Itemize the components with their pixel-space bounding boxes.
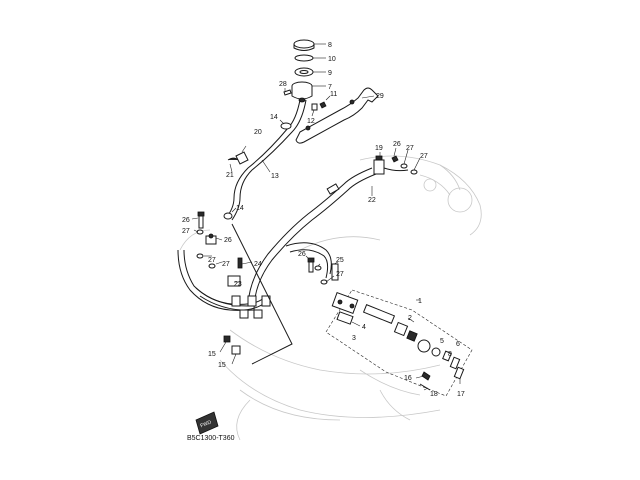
- washer-27-top: [400, 149, 409, 169]
- callout-26-left: 26: [182, 217, 190, 224]
- callout-1: 1: [418, 298, 422, 305]
- reservoir-bracket: [295, 87, 379, 144]
- master-cylinder-parts: [362, 304, 461, 370]
- callout-10: 10: [328, 56, 336, 63]
- callout-22: 22: [368, 197, 376, 204]
- callout-15-b: 15: [218, 362, 226, 369]
- callout-25: 25: [336, 257, 344, 264]
- callout-labels: 8 10 9 7 28 11 29 12 14 20 13 21 14 26 1…: [182, 42, 465, 398]
- callout-27-left-a: 27: [182, 228, 190, 235]
- collar-12: [311, 103, 318, 117]
- callout-12: 12: [307, 118, 315, 125]
- callout-26-mid: 26: [298, 251, 306, 258]
- washer-27-left-a: [193, 229, 204, 235]
- callout-11: 11: [330, 91, 337, 98]
- callout-20: 20: [254, 129, 262, 136]
- callout-14-bottom: 14: [236, 205, 244, 212]
- brake-hose-22: [247, 167, 377, 311]
- forward-direction-badge: FWD: [195, 411, 219, 435]
- callout-17: 17: [457, 391, 465, 398]
- bolt-26-left: [191, 211, 205, 229]
- callout-23: 23: [234, 281, 242, 288]
- callout-29: 29: [376, 93, 384, 100]
- reservoir-diaphragm: [294, 67, 326, 77]
- callout-4: 4: [362, 324, 366, 331]
- hose-link-line: [231, 223, 293, 365]
- reservoir-screw: [283, 88, 292, 96]
- callout-28: 28: [279, 81, 287, 88]
- callout-8-lower: 8: [448, 351, 452, 358]
- washer-27-mid-a: [314, 263, 322, 271]
- callout-13: 13: [271, 173, 279, 180]
- callout-19: 19: [375, 145, 383, 152]
- pin-18: [419, 383, 431, 391]
- callout-7: 7: [328, 84, 332, 91]
- callout-8: 8: [328, 42, 332, 49]
- callout-18: 18: [430, 391, 438, 398]
- banjo-left-a: [205, 233, 223, 245]
- washer-27-mid-b: [320, 275, 335, 285]
- reservoir-tank: [291, 81, 326, 103]
- reservoir-cap: [293, 39, 326, 51]
- clamp-21: [227, 157, 239, 173]
- callout-27-right: 27: [420, 153, 428, 160]
- bolt-24: [237, 257, 253, 269]
- bolt-26-mid: [305, 255, 315, 273]
- master-cylinder-body: [331, 292, 361, 327]
- callout-3: 3: [352, 335, 356, 342]
- clamp-20: [235, 145, 249, 165]
- callout-9: 9: [328, 70, 332, 77]
- bolt-15-b: [231, 345, 241, 365]
- callout-6: 6: [456, 341, 460, 348]
- callout-26-left-b: 26: [224, 237, 232, 244]
- callout-27-left-b: 27: [208, 257, 216, 264]
- washer-26-top: [391, 147, 399, 163]
- joint-23: [227, 275, 271, 319]
- diagram-code: B5C1300-T360: [187, 435, 235, 442]
- hose-clip-14-top: [279, 119, 292, 130]
- callout-21: 21: [226, 172, 234, 179]
- rod-17: [453, 366, 465, 384]
- master-cylinder-outline: [325, 289, 473, 397]
- callout-2: 2: [408, 315, 412, 322]
- hose-25: [285, 242, 339, 281]
- callout-14-top: 14: [270, 114, 278, 121]
- callout-27-left-c: 27: [222, 261, 230, 268]
- callout-15-a: 15: [208, 351, 216, 358]
- bolt-15-a: [219, 335, 231, 353]
- callout-27-top: 27: [406, 145, 414, 152]
- callout-24: 24: [254, 261, 262, 268]
- forward-badge-text: FWD: [200, 419, 213, 429]
- reservoir-hose: [225, 99, 307, 221]
- background-frame-ghost: [179, 155, 482, 441]
- hose-22-extension: [383, 167, 409, 172]
- callout-26-top: 26: [393, 141, 401, 148]
- washer-27-right: [410, 157, 421, 175]
- callout-16: 16: [404, 375, 412, 382]
- callout-27-mid: 27: [336, 271, 344, 278]
- hose-clip-14-bottom: [223, 207, 237, 220]
- clip-16: [415, 371, 431, 381]
- callout-5: 5: [440, 338, 444, 345]
- banjo-bolt-19: [373, 152, 385, 175]
- washer-27-left-c: [208, 261, 223, 269]
- bolt-11: [319, 95, 331, 109]
- reservoir-plate: [294, 54, 326, 62]
- washer-27-left-b: [196, 253, 212, 259]
